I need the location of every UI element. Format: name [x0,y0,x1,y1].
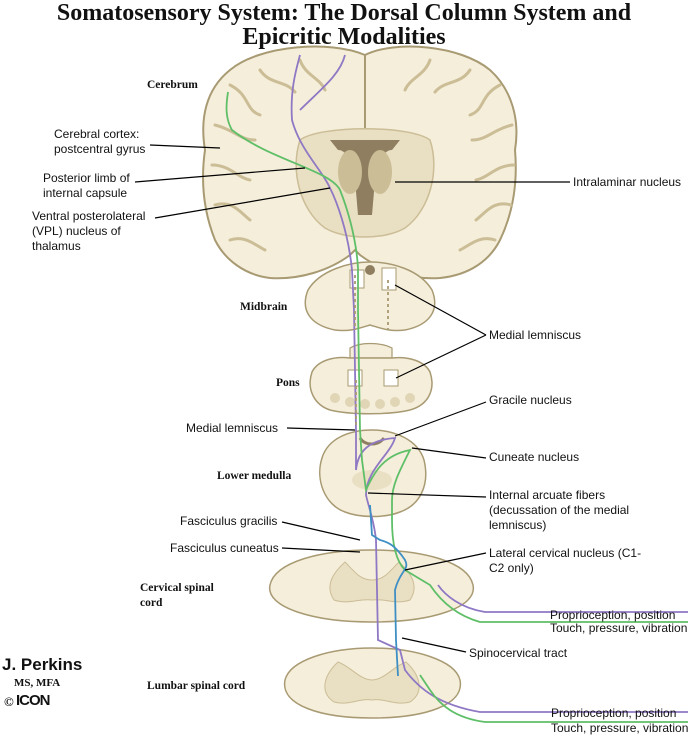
purple-cortex-branch [299,54,346,111]
label-vpl-1: Ventral posterolateral [32,209,146,223]
icon-logo: ICON [16,692,50,709]
label-fasciculus-cuneatus: Fasciculus cuneatus [170,541,279,555]
label-proprio-cervical: Proprioception, position [550,608,676,622]
label-touch-lumbar: Touch, pressure, vibration [551,721,688,735]
label-fasciculus-gracilis: Fasciculus gracilis [180,514,278,528]
midbrain-section [304,261,436,332]
label-internal-arcuate-3: lemniscus) [489,518,547,532]
label-cerebral-cortex-2: postcentral gyrus [54,142,146,156]
label-intralaminar: Intralaminar nucleus [573,175,682,189]
pons-section [309,342,433,415]
label-lateral-cervical-2: C2 only) [489,561,534,575]
label-posterior-limb-1: Posterior limb of [43,171,130,185]
cervical-cord-section [269,549,474,623]
label-internal-arcuate-1: Internal arcuate fibers [489,488,606,502]
artist-name: J. Perkins [2,655,83,674]
level-midbrain: Midbrain [240,301,288,313]
label-cuneate-nucleus: Cuneate nucleus [489,450,580,464]
label-lateral-cervical-1: Lateral cervical nucleus (C1- [489,546,642,560]
lumbar-cord-section [283,647,462,719]
level-cerebrum: Cerebrum [147,79,198,91]
blue-pathway [369,504,408,677]
cerebrum-section [202,45,518,280]
label-cerebral-cortex-1: Cerebral cortex: [54,127,140,141]
level-lower-medulla: Lower medulla [217,470,292,482]
label-medial-lemniscus-right: Medial lemniscus [489,328,582,342]
label-spinocervical: Spinocervical tract [469,646,568,660]
diagram-title-line2: Epicritic Modalities [242,24,446,50]
level-lumbar: Lumbar spinal cord [147,680,246,692]
pathway-lines [225,54,688,723]
level-pons: Pons [276,377,300,389]
label-internal-arcuate-2: (decussation of the medial [489,503,630,517]
label-medial-lemniscus-left: Medial lemniscus [186,421,279,435]
label-proprio-lumbar: Proprioception, position [551,706,677,720]
label-vpl-3: thalamus [32,239,81,253]
label-touch-cervical: Touch, pressure, vibration [550,621,688,635]
leader-lines [134,144,570,653]
artist-credentials: MS, MFA [14,677,61,689]
purple-pathway [290,54,688,713]
label-vpl-2: (VPL) nucleus of [32,224,121,238]
copyright-symbol: © [4,694,14,709]
level-cervical-line1: Cervical spinal [140,582,214,594]
label-gracile-nucleus: Gracile nucleus [489,393,572,407]
level-cervical-line2: cord [140,597,163,609]
label-posterior-limb-2: internal capsule [43,186,128,200]
diagram-title-line1: Somatosensory System: The Dorsal Column … [56,0,632,26]
